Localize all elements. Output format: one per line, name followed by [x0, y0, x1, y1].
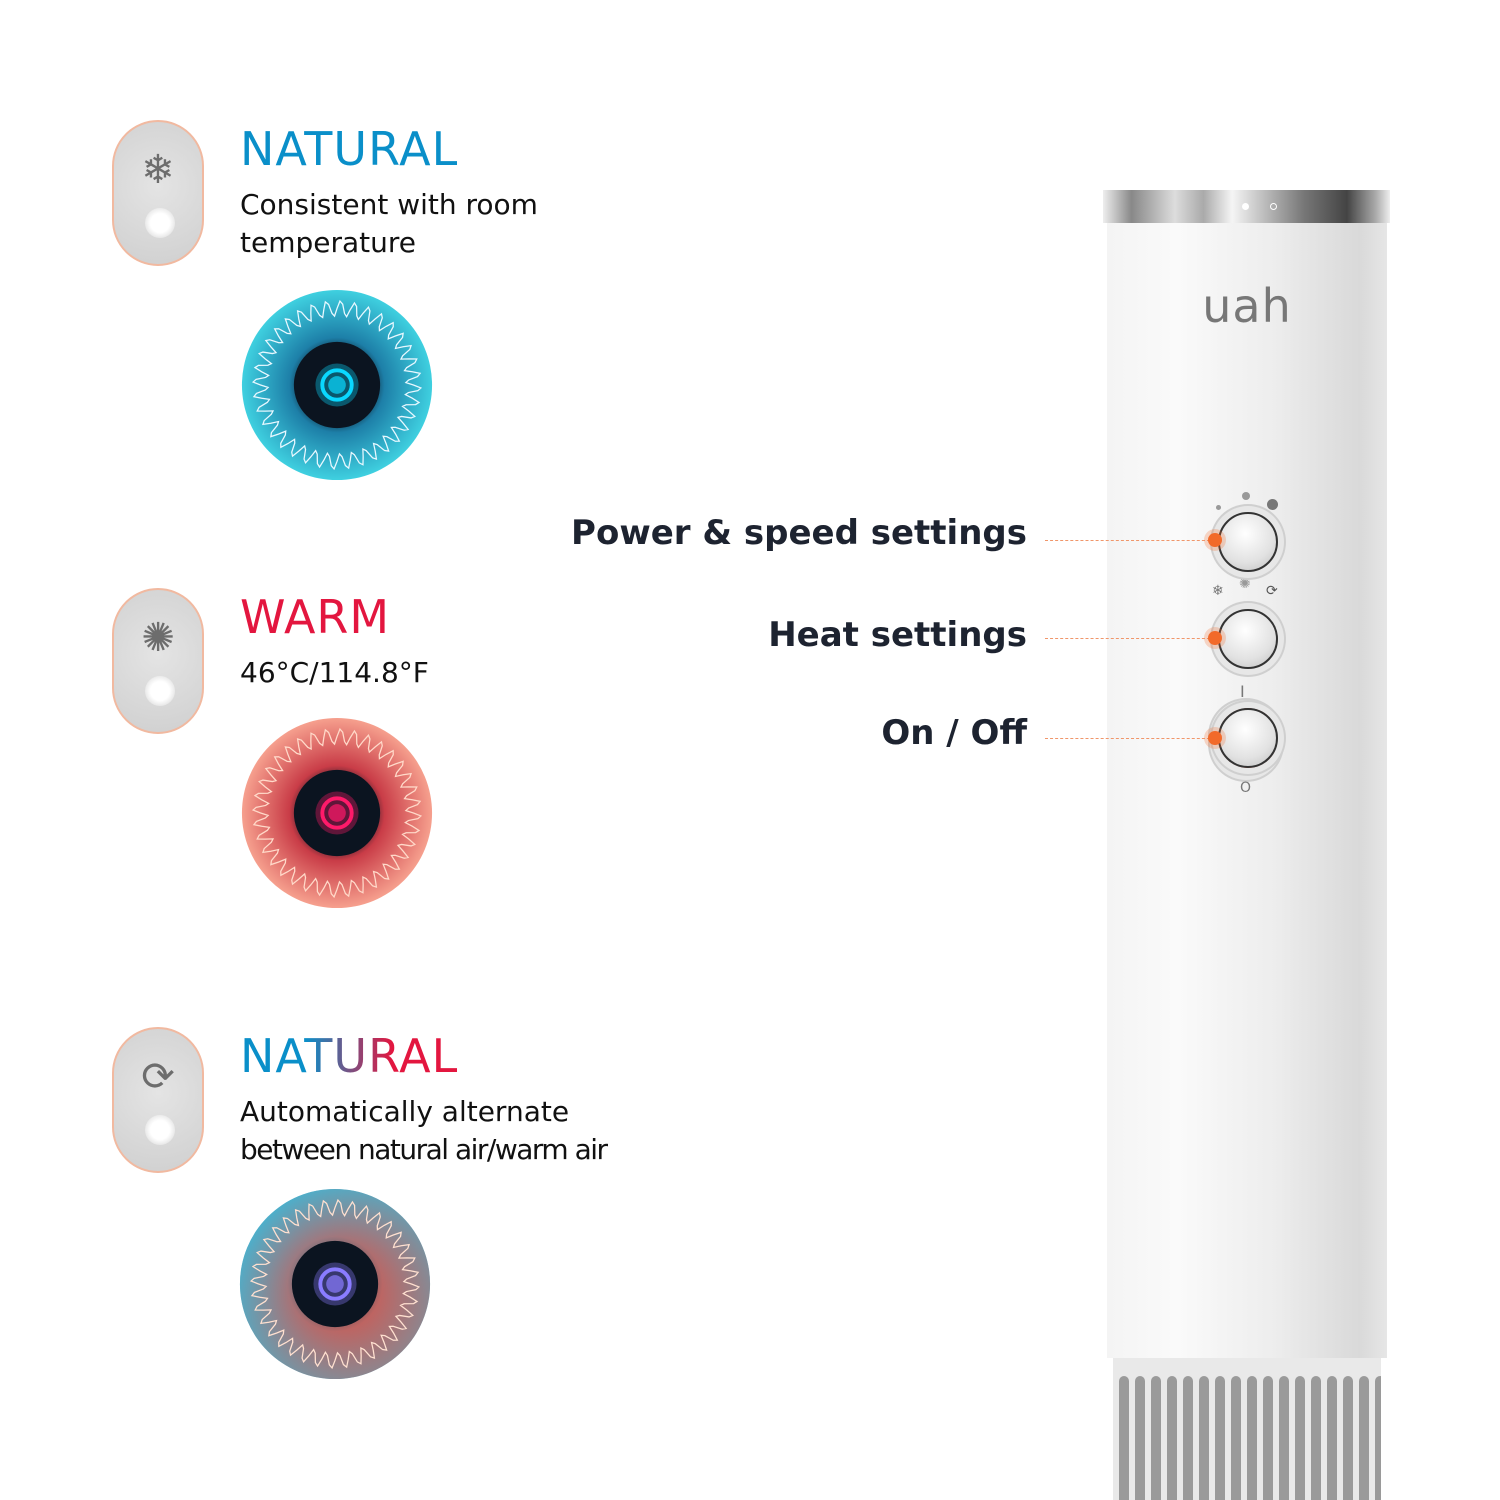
indicator-light — [145, 1115, 175, 1145]
grill-slot — [1199, 1376, 1209, 1500]
mode-description: 46°C/114.8°F — [240, 654, 429, 692]
description-line: 46°C/114.8°F — [240, 656, 429, 689]
power-speed-knob[interactable] — [1218, 512, 1278, 572]
description-line: Consistent with room — [240, 188, 538, 221]
grill-slot — [1375, 1376, 1381, 1500]
sun-icon: ✺ — [141, 615, 175, 661]
sun-icon: ✺ — [1239, 576, 1251, 592]
heater-device: uah — [1103, 190, 1390, 1500]
grill-slot — [1343, 1376, 1353, 1500]
speed-high-dot — [1267, 499, 1278, 510]
metal-top-cap — [1103, 190, 1390, 223]
callout-dot — [1208, 731, 1222, 745]
brand-logo: uah — [1202, 279, 1292, 333]
grill-slot — [1167, 1376, 1177, 1500]
mode-description: Automatically alternate between natural … — [240, 1093, 608, 1169]
grill-slot — [1231, 1376, 1241, 1500]
speed-low-dot — [1216, 505, 1221, 510]
mode-title-auto: NATURAL — [240, 1029, 459, 1083]
grill-slot — [1215, 1376, 1225, 1500]
callout-dot — [1208, 533, 1222, 547]
grill-slot — [1359, 1376, 1369, 1500]
callout-line — [1045, 540, 1215, 541]
natural-mode-indicator: ❄ — [112, 120, 204, 266]
label-on-off: On / Off — [881, 713, 1027, 753]
off-mark: O — [1240, 780, 1252, 796]
grill-slot — [1247, 1376, 1257, 1500]
grill-slot — [1327, 1376, 1337, 1500]
on-off-switch[interactable] — [1218, 708, 1278, 768]
description-line: Automatically alternate — [240, 1095, 570, 1128]
description-line: temperature — [240, 226, 416, 259]
callout-line — [1045, 638, 1215, 639]
warm-mode-indicator: ✺ — [112, 588, 204, 734]
device-body: uah — [1107, 223, 1387, 1358]
indicator-light — [145, 676, 175, 706]
grill-slot — [1279, 1376, 1289, 1500]
mode-title-natural: NATURAL — [240, 122, 459, 176]
air-intake-grill — [1113, 1358, 1381, 1500]
indicator-light — [145, 208, 175, 238]
mode-description: Consistent with room temperature — [240, 186, 538, 262]
grill-slot — [1135, 1376, 1145, 1500]
speed-mid-dot — [1242, 492, 1250, 500]
cycle-icon: ⟳ — [1266, 583, 1278, 599]
indicator-dot — [1270, 203, 1277, 210]
grill-slot — [1295, 1376, 1305, 1500]
label-power-speed: Power & speed settings — [571, 513, 1027, 553]
cycle-icon: ⟳ — [141, 1054, 175, 1100]
on-mark: I — [1240, 682, 1245, 701]
indicator-dot — [1242, 203, 1249, 210]
callout-dot — [1208, 631, 1222, 645]
grill-slot — [1311, 1376, 1321, 1500]
warm-fan-image — [241, 717, 433, 909]
grill-slot — [1151, 1376, 1161, 1500]
snowflake-icon: ❄ — [141, 147, 175, 193]
description-line: between natural air/warm air — [240, 1133, 608, 1166]
grill-slot — [1119, 1376, 1129, 1500]
snowflake-icon: ❄ — [1212, 583, 1224, 599]
auto-mode-indicator: ⟳ — [112, 1027, 204, 1173]
cool-fan-image — [241, 289, 433, 481]
mode-title-warm: WARM — [240, 590, 391, 644]
grill-slot — [1263, 1376, 1273, 1500]
mixed-fan-image — [239, 1188, 431, 1380]
label-heat: Heat settings — [768, 615, 1027, 655]
heat-knob[interactable] — [1218, 609, 1278, 669]
grill-slot — [1183, 1376, 1193, 1500]
callout-line — [1045, 738, 1215, 739]
